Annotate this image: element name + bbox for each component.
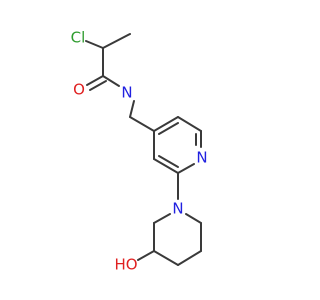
atom-chlorine: Cl	[71, 29, 86, 47]
bond-n-ch2	[129, 100, 135, 118]
atom-piperidine-nitrogen: N	[172, 200, 183, 218]
bond-ch3-c	[102, 33, 131, 49]
bond-pip-n-c2	[153, 213, 171, 224]
bond-pyr-c5-c4-inner	[158, 122, 179, 135]
bond-c-n-amide	[102, 75, 120, 87]
bond-pip-c4-c5	[177, 250, 202, 266]
bond-pip-c6-n	[185, 213, 202, 224]
bond-pyr-c6-c5	[177, 116, 202, 132]
bond-cl-c	[85, 40, 104, 49]
bond-pyr-c5-c4	[153, 116, 179, 132]
structure-canvas: Cl O N N N HO	[70, 28, 208, 274]
bond-co-double-1	[86, 75, 104, 86]
bond-pyr-c3-c2-inner	[158, 155, 179, 168]
atom-pyridine-nitrogen: N	[196, 149, 207, 167]
bond-co-double-2	[89, 80, 107, 91]
bond-ch2-ring	[129, 116, 155, 132]
atom-hydroxyl: HO	[114, 256, 137, 274]
molecule-diagram: Cl O N N N HO	[71, 29, 208, 274]
atom-amide-nitrogen: N	[121, 84, 132, 102]
bond-pyr-c2-n	[177, 163, 195, 174]
bond-pyr-c3-c2	[153, 158, 179, 174]
bond-c3-oh	[137, 250, 155, 261]
atom-carbonyl-oxygen: O	[73, 81, 85, 99]
bond-pip-c3-c4	[153, 250, 179, 266]
